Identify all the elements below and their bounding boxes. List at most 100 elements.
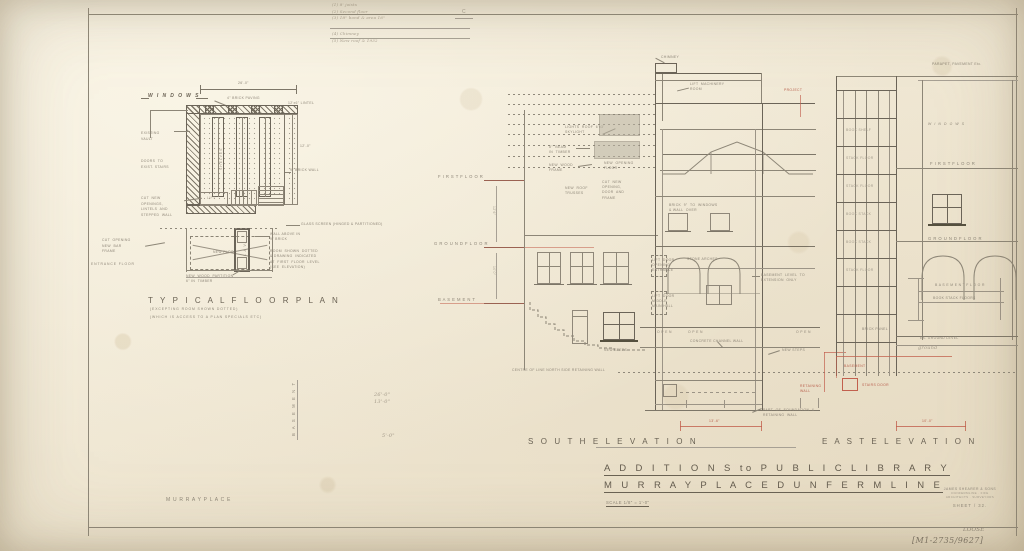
east-shelf-label-1: BOOK SHELF <box>846 128 872 132</box>
plan-lav-label: L A V. <box>243 241 247 256</box>
south-lift-shaft-l <box>655 73 656 121</box>
plan-entrance-floor-label: ENTRANCE FLOOR <box>91 262 135 266</box>
south-part-foundation-label: PART OF FOUNDATION & RETAINING WALL <box>763 408 815 418</box>
south-retaining-wall-red-line <box>824 352 825 392</box>
plan-left-lower-edge <box>186 228 187 272</box>
south-dim-centre-label: 13'-6" <box>709 419 720 423</box>
sheet-border-left <box>88 8 89 536</box>
south-dim-centre-line <box>680 426 762 427</box>
south-door-lower <box>572 310 588 344</box>
architect-stamp-sheet-no: SHEET / 32. <box>952 503 988 508</box>
south-first-floor-label: F I R S T F L O O R <box>438 174 484 179</box>
south-ext-window-1-sill <box>665 231 691 232</box>
plan-wall-east-outer <box>292 114 293 205</box>
east-tower-centre-mull <box>866 90 867 376</box>
east-parapet-line <box>836 76 1018 77</box>
south-ext-level-3 <box>655 268 815 269</box>
east-shelf-label-3: STACK FLOOR <box>846 184 874 188</box>
south-chimney-label: CHIMNEY <box>661 55 680 59</box>
south-eave <box>663 154 816 155</box>
east-existing-red-label: STAIRS DOOR <box>862 383 889 387</box>
south-red-tick <box>800 95 801 117</box>
south-lift-door-main-hall-label: LIFT DOOR MIDDLE MAIN HALL <box>652 294 675 309</box>
south-window-u2-sill <box>567 284 597 285</box>
plan-lobby-label: LIFT <box>207 196 216 200</box>
south-left-facade-top <box>524 235 658 236</box>
south-stone-arches <box>664 252 760 295</box>
east-tower-left-2 <box>843 90 844 376</box>
south-beam-leader <box>576 148 590 149</box>
plan-brick-wall-leader <box>285 172 291 173</box>
plan-murray-place-label: M U R R A Y P L A C E <box>166 497 232 503</box>
south-basement-slab <box>655 380 762 381</box>
architect-stamp: JAMES SHEARER & SONS DUNFERMLINE · FIFE … <box>926 487 1014 508</box>
east-wing-right <box>1012 80 1013 340</box>
east-stack-band-7 <box>836 286 896 287</box>
east-basement-arches <box>918 250 1018 300</box>
plan-bottom-edge <box>186 270 272 271</box>
south-retaining-wall-red-label: RETAINING WALL <box>800 384 822 394</box>
plan-stair-tread-5 <box>251 190 252 206</box>
east-stack-band-0 <box>836 90 896 91</box>
plan-stair-2-t2 <box>258 194 284 195</box>
south-constr-6 <box>508 145 658 146</box>
plan-caption-sub-2: (WHICH IS ACCESS TO A PLAN SPECIALS ETC) <box>150 315 262 319</box>
east-stack-band-8 <box>836 314 896 315</box>
south-detail-box-mid <box>719 285 720 305</box>
plan-wall-west <box>186 105 200 205</box>
plan-wall-above-leader <box>255 236 269 237</box>
east-windows-label: W I N D O W S <box>928 122 966 126</box>
south-band <box>660 170 816 171</box>
south-basement-datum-red <box>440 303 524 304</box>
south-red-note-top: PROJECT <box>784 88 803 92</box>
east-stack-band-2 <box>836 146 896 147</box>
east-dim-label: 10'-0" <box>922 419 933 423</box>
east-basement-dim-l <box>918 278 919 320</box>
south-lift-roof <box>655 73 761 74</box>
east-ground-level-cursive: ground <box>918 345 938 351</box>
pencil-calc-1: 26'-0" <box>374 392 391 398</box>
south-basement-label: B A S E M E N T <box>438 297 476 302</box>
east-stack-band-1 <box>836 118 896 119</box>
east-tower-right-2 <box>889 90 890 376</box>
marginalia-note-5: (5) New roof & 1932 <box>332 37 378 43</box>
south-ext-right-wall-2 <box>755 129 756 410</box>
architect-stamp-firm: JAMES SHEARER & SONS <box>943 487 997 491</box>
south-ext-level-4 <box>640 327 820 328</box>
south-constr-2 <box>508 104 658 105</box>
south-ground-line-slope <box>528 296 646 358</box>
plan-dim-tick-l <box>200 85 201 94</box>
south-found-tick-3 <box>800 398 801 408</box>
south-ext-window-2 <box>710 213 730 231</box>
south-basement-level-ext-label: BASEMENT LEVEL TO EXTENSION ONLY <box>761 273 806 283</box>
east-wing-window-mull <box>947 194 948 224</box>
title-line-1: A D D I T I O N S to P U B L I C L I B R… <box>604 463 951 476</box>
south-left-datum-line <box>524 110 525 370</box>
south-window-u2-mull <box>582 252 583 284</box>
east-basement-tick-tl <box>908 278 924 279</box>
south-ext-left-wall-2 <box>662 129 663 410</box>
south-door-head <box>572 316 588 317</box>
plan-basement-vertical-label: B A S E M E N T <box>291 381 296 436</box>
south-lintel-block-2 <box>594 141 640 159</box>
plan-existing-vault-leader <box>174 131 190 132</box>
east-parapet-label: PARAPET, PAVEMENT Etc. <box>932 62 982 66</box>
plan-partition-label: NEW WOOD PARTITION 6" IN TIMBER <box>186 274 234 284</box>
south-storey-dim-1-label: 12'6" <box>492 206 496 216</box>
plan-dim-label: 26'-0" <box>238 81 249 85</box>
plan-right-lower-edge <box>272 228 273 272</box>
archive-note: LOOSE <box>963 527 985 533</box>
south-centre-line-note: CENTRE OF LINE NORTH SIDE RETAINING WALL <box>512 368 606 372</box>
south-brick9-label: BRICK 9" TO WINDOWS & WALL OVER <box>669 203 718 213</box>
east-dim-tick-l <box>896 421 897 431</box>
south-dim-centre-tick-l <box>680 421 681 431</box>
plan-room-dotted-label: ROOM SHOWN DOTTED & DRAWING INDICATED AT… <box>270 249 320 270</box>
south-roof-trusses-label: NEW ROOF TRUSSES <box>565 186 588 196</box>
plan-stair-2-t1 <box>258 190 284 191</box>
south-lift-machinery-label: LIFT MACHINERY ROOM <box>690 82 725 92</box>
south-constr-5 <box>508 134 658 135</box>
south-chimney <box>655 63 677 73</box>
south-window-lower-sill <box>600 340 638 342</box>
east-ex-ground-level-label: EX. GROUND LEVEL <box>920 336 959 340</box>
plan-stair-tread-2 <box>239 190 240 206</box>
